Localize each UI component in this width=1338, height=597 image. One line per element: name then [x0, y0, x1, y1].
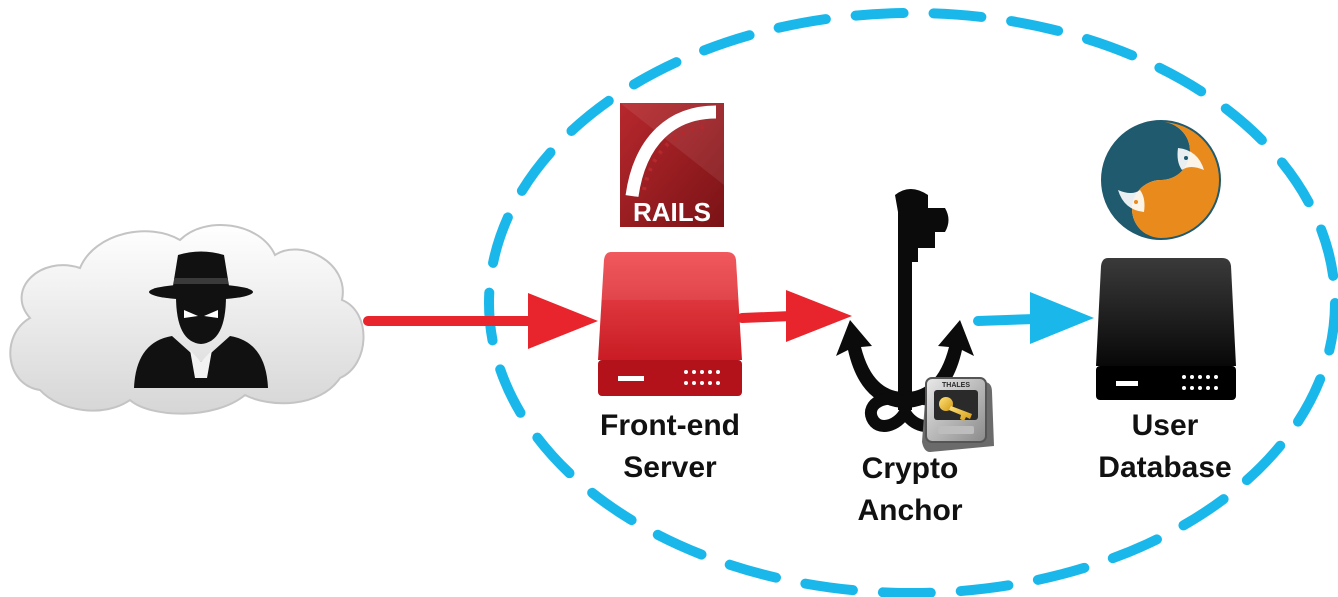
spy-icon	[134, 251, 268, 388]
thales-logo-text: THALES	[942, 382, 970, 389]
crypto-label-line-1: Crypto	[861, 452, 959, 485]
frontend-label-line-2: Server	[623, 451, 717, 484]
frontend-label-line-1: Front-end	[600, 409, 740, 442]
database-server-icon	[1096, 258, 1236, 400]
anchor-to-database-arrow	[973, 292, 1094, 344]
hsm-device-icon: THALES	[922, 377, 994, 452]
crypto-anchor-label: Crypto Anchor	[810, 448, 1010, 532]
userdb-label-line-1: User	[1131, 409, 1199, 442]
rails-logo: RAILS	[620, 103, 724, 227]
attack-arrow	[363, 293, 598, 349]
frontend-to-anchor-arrow	[737, 290, 852, 342]
secure-perimeter	[484, 8, 1338, 597]
frontend-server-label: Front-end Server	[560, 405, 780, 489]
user-database-label: User Database	[1060, 405, 1270, 489]
userdb-label-line-2: Database	[1098, 451, 1232, 484]
rails-logo-text: RAILS	[633, 197, 711, 227]
frontend-server-icon	[598, 252, 742, 396]
crypto-label-line-2: Anchor	[857, 494, 963, 527]
mysql-logo	[1101, 120, 1221, 240]
